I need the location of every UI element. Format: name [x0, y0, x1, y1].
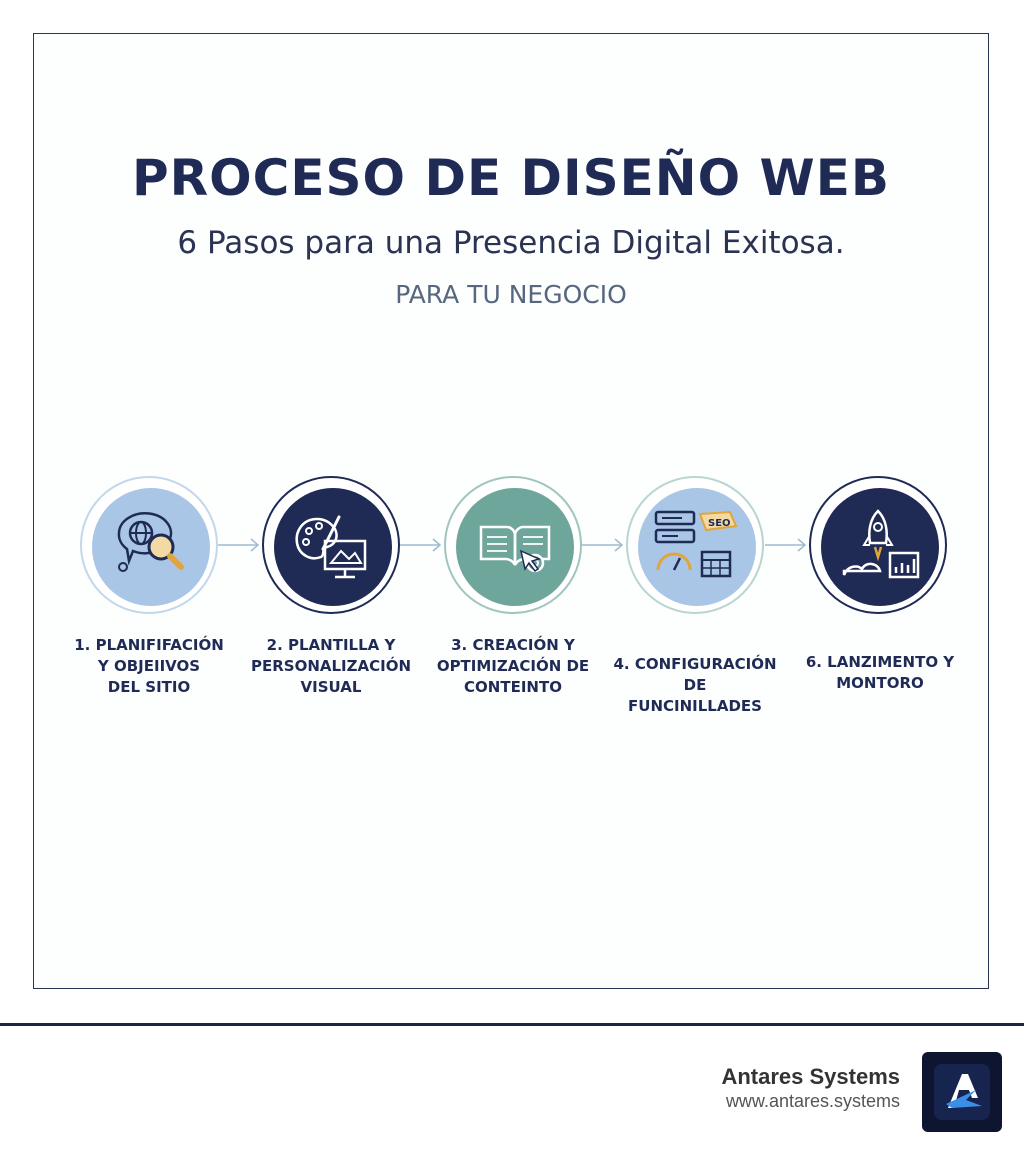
arrow-icon — [400, 538, 442, 552]
step-1-label-line: Y OBJEIIVOS — [97, 657, 201, 675]
step-1-label-line: 1. PLANIFIFACIÓN — [74, 636, 224, 654]
step-4-label-line: 4. CONFIGURACIÓN DE — [613, 655, 777, 694]
arrow-icon — [765, 538, 807, 552]
step-4-label: 4. CONFIGURACIÓN DE FUNCINILLADES — [600, 654, 790, 717]
step-1-circle — [80, 476, 218, 614]
step-5-label: 6. LANZIMENTO Y MONTORO — [795, 652, 965, 694]
step-5-label-line: MONTORO — [836, 674, 924, 692]
step-2-label-line: PERSONALIZACIÓN — [250, 657, 412, 675]
globe-search-icon — [92, 488, 210, 606]
step-4-label-line: FUNCINILLADES — [628, 697, 762, 715]
step-3-circle — [444, 476, 582, 614]
step-3-label-line: OPTIMIZACIÓN DE — [436, 657, 590, 675]
palette-monitor-icon — [274, 488, 392, 606]
footer-divider — [0, 1023, 1024, 1026]
step-2-label: 2. PLANTILLA Y PERSONALIZACIÓN VISUAL — [246, 635, 416, 698]
step-2-label-line: VISUAL — [300, 678, 362, 696]
brand-name: Antares Systems — [721, 1064, 900, 1089]
seo-dashboard-icon: SEO — [638, 488, 756, 606]
arrow-icon — [218, 538, 260, 552]
rocket-chart-icon — [821, 488, 939, 606]
antares-logo-icon — [922, 1052, 1002, 1132]
book-gear-icon — [456, 488, 574, 606]
step-5-label-line: 6. LANZIMENTO Y — [805, 653, 955, 671]
step-2-label-line: 2. PLANTILLA Y — [266, 636, 396, 654]
page-tagline: PARA TU NEGOCIO — [395, 280, 627, 309]
step-1-label-line: DEL SITIO — [107, 678, 191, 696]
seo-badge: SEO — [708, 518, 731, 529]
page-subtitle: 6 Pasos para una Presencia Digital Exito… — [177, 225, 845, 261]
page-title: PROCESO DE DISEÑO WEB — [132, 149, 890, 207]
content-frame: PROCESO DE DISEÑO WEB 6 Pasos para una P… — [33, 33, 989, 989]
step-3-label: 3. CREACIÓN Y OPTIMIZACIÓN DE CONTEINTO — [428, 635, 598, 698]
step-4-circle: SEO — [626, 476, 764, 614]
step-5-circle — [809, 476, 947, 614]
arrow-icon — [582, 538, 624, 552]
step-1-label: 1. PLANIFIFACIÓN Y OBJEIIVOS DEL SITIO — [64, 635, 234, 698]
step-2-circle — [262, 476, 400, 614]
brand-url: www.antares.systems — [725, 1091, 900, 1111]
step-3-label-line: 3. CREACIÓN Y — [451, 636, 575, 654]
step-3-label-line: CONTEINTO — [464, 678, 562, 696]
